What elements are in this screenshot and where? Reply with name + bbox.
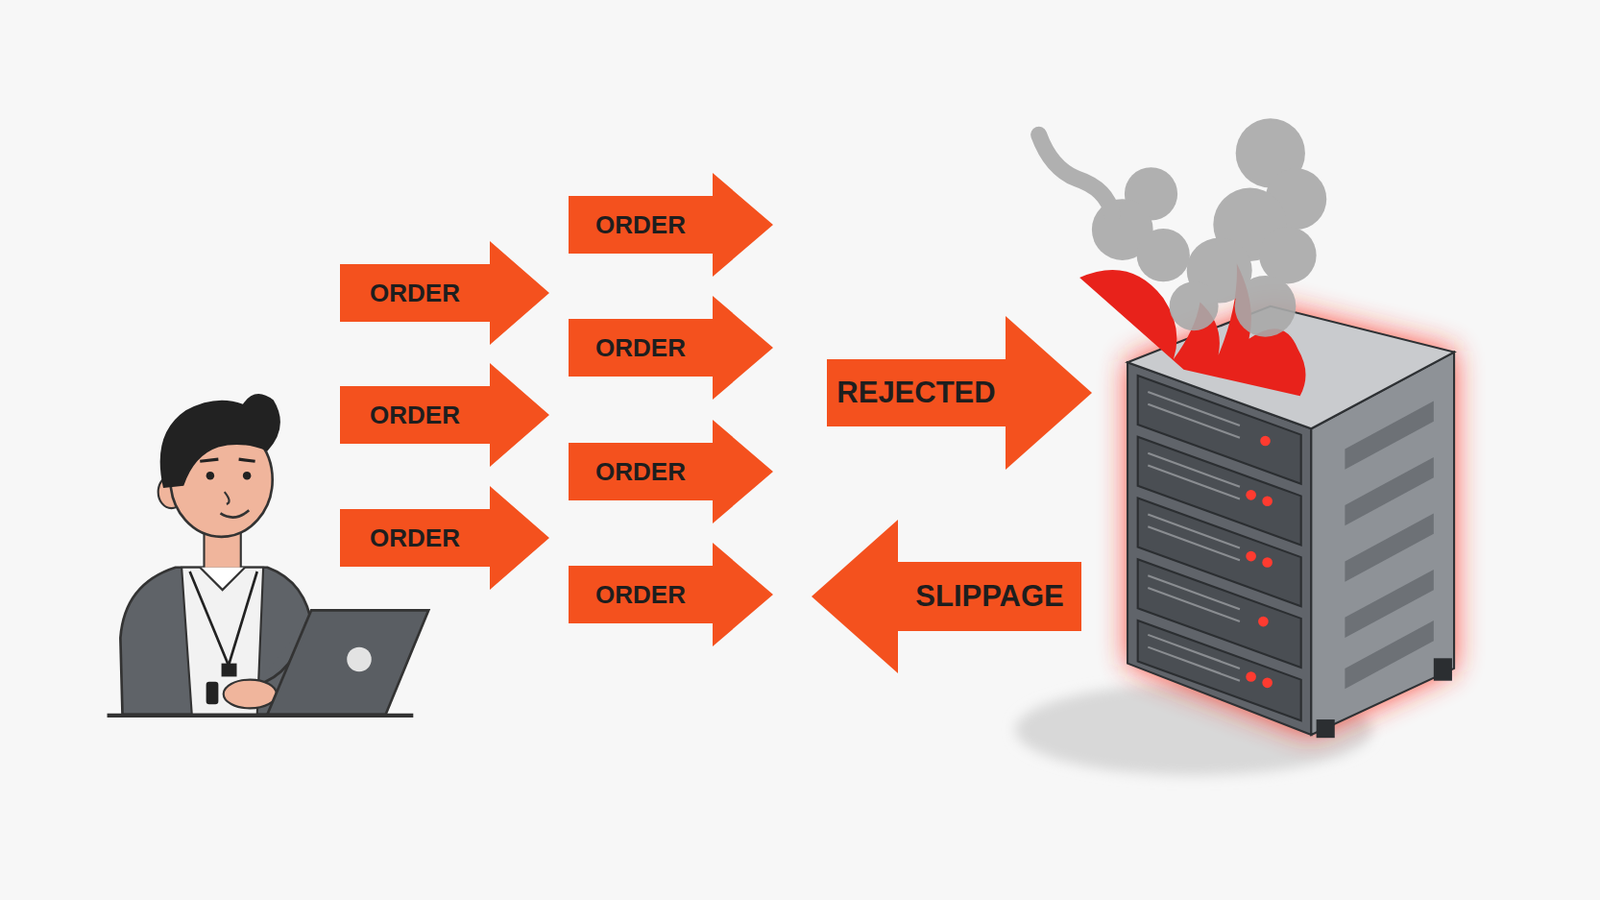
arrow-label: ORDER — [568, 565, 713, 624]
fire — [1079, 263, 1306, 396]
eye — [242, 471, 252, 481]
arrow-label: ORDER — [568, 318, 713, 377]
server-foot — [1433, 657, 1453, 680]
arrow-label: ORDER — [339, 264, 490, 322]
arrow-box: ORDER — [568, 295, 774, 400]
hair — [160, 393, 281, 488]
smoke — [1039, 118, 1328, 337]
arrow-box: ORDER — [339, 241, 550, 345]
hand — [223, 679, 277, 709]
badge — [221, 663, 238, 678]
arrow-fill — [568, 295, 774, 400]
arrow-fill — [568, 542, 774, 647]
laptop — [266, 609, 429, 714]
desk-line — [107, 713, 414, 718]
side-vents — [1344, 401, 1433, 690]
arrow-box: ORDER — [568, 542, 774, 647]
arrow-fill — [339, 485, 550, 590]
arrow-fill — [568, 419, 774, 524]
arrow-label: ORDER — [568, 442, 713, 501]
collar — [199, 567, 245, 590]
burning-server — [1015, 118, 1455, 776]
arrow-fill — [339, 241, 550, 345]
laptop-logo — [346, 647, 372, 673]
arrow-box: ORDER — [339, 363, 550, 467]
arrow-box: ORDER — [568, 419, 774, 524]
arrow-label: SLIPPAGE — [897, 561, 1082, 631]
arrow-box: SLIPPAGE — [811, 519, 1082, 674]
lanyard — [190, 571, 258, 666]
eye — [206, 471, 216, 481]
server-foot — [1316, 719, 1335, 738]
nose — [224, 491, 230, 505]
smile — [220, 509, 250, 517]
watch — [206, 681, 219, 704]
arrow-label: ORDER — [339, 509, 490, 567]
status-leds — [1245, 436, 1273, 688]
eyebrows — [199, 459, 255, 461]
arrow-box: REJECTED — [826, 315, 1092, 470]
arrow-label: ORDER — [339, 386, 490, 444]
arrow-fill — [339, 363, 550, 467]
arrow-fill — [568, 172, 774, 277]
arrow-label: REJECTED — [826, 359, 1006, 427]
arrow-fill — [811, 519, 1082, 674]
arrow-box: ORDER — [339, 485, 550, 590]
arrow-box: ORDER — [568, 172, 774, 277]
arrow-label: ORDER — [568, 195, 713, 254]
rack-units — [1138, 375, 1302, 721]
arrow-fill — [826, 315, 1092, 470]
